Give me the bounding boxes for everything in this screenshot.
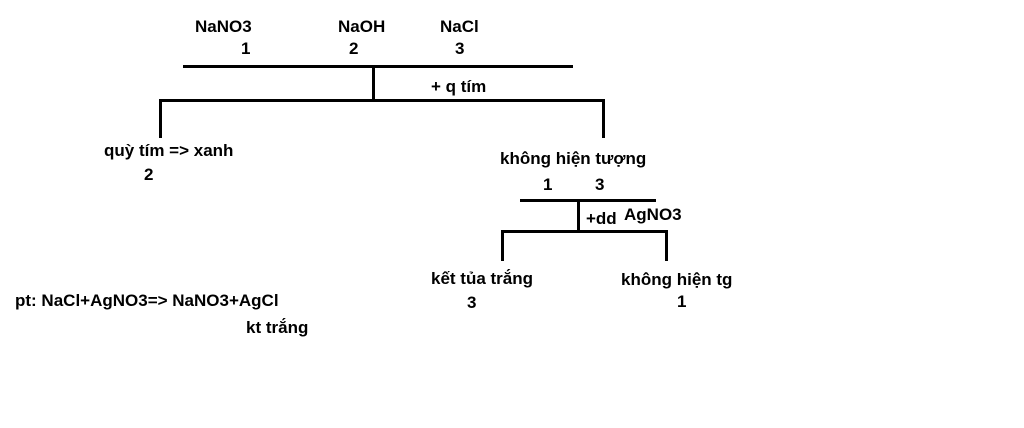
- step2-reagent-name: AgNO3: [624, 205, 682, 224]
- reagent-number-2: 2: [349, 39, 359, 58]
- reagent-number-1: 1: [241, 39, 251, 58]
- step2-split-line: [501, 230, 668, 233]
- step1-left-number: 2: [144, 165, 154, 184]
- step1-right-number-1: 1: [543, 175, 553, 194]
- step2-left-drop: [501, 231, 504, 261]
- step1-reagent-label: + q tím: [431, 77, 487, 96]
- step1-right-drop: [602, 100, 605, 138]
- equation-text: pt: NaCl+AgNO3=> NaNO3+AgCl: [15, 291, 279, 310]
- reagent-number-3: 3: [455, 39, 465, 58]
- step2-right-drop: [665, 231, 668, 261]
- step1-stem-line: [372, 66, 375, 100]
- top-bracket-line: [183, 65, 573, 68]
- step2-reagent-prefix: +dd: [586, 209, 617, 228]
- step2-left-number: 3: [467, 293, 477, 312]
- reagent-name-nacl: NaCl: [440, 17, 479, 36]
- step2-right-number: 1: [677, 292, 687, 311]
- reagent-name-nano3: NaNO3: [195, 17, 252, 36]
- step2-stem-line: [577, 200, 580, 231]
- step1-left-result: quỳ tím => xanh: [104, 141, 234, 160]
- step2-left-result: kết tủa trắng: [431, 269, 534, 288]
- step1-right-number-3: 3: [595, 175, 605, 194]
- step1-left-drop: [159, 100, 162, 138]
- step1-right-result: không hiện tượng: [500, 149, 647, 168]
- equation-note: kt trắng: [246, 318, 309, 337]
- step1-split-line: [159, 99, 605, 102]
- step2-right-result: không hiện tg: [621, 270, 733, 289]
- step2-top-line: [520, 199, 656, 202]
- reagent-name-naoh: NaOH: [338, 17, 386, 36]
